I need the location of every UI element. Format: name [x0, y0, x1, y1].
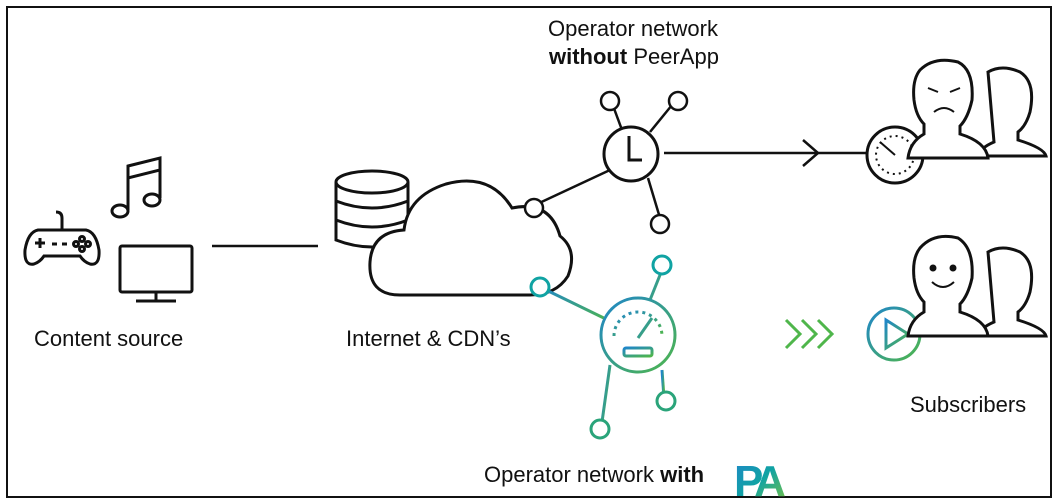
without-title-line1: Operator network [548, 16, 718, 41]
fast-arrows [784, 318, 835, 350]
without-network-nodes [523, 90, 689, 235]
music-note-icon [110, 156, 162, 219]
monitor-icon [118, 244, 194, 303]
content-source-label: Content source [34, 326, 184, 351]
clock-icon [602, 125, 660, 183]
happy-user-icon [906, 234, 1048, 338]
game-controller-icon [23, 210, 101, 266]
internet-cdn-label: Internet & CDN’s [346, 326, 511, 351]
with-bold: with [660, 462, 705, 487]
svg-text:PA: PA [734, 457, 785, 504]
cloud-icon [368, 179, 574, 297]
with-text: Operator network [484, 462, 654, 487]
subscribers-label: Subscribers [910, 392, 1027, 417]
diagram-border [6, 6, 1052, 498]
peerapp-logo: PA [734, 457, 791, 504]
with-network-nodes [529, 254, 677, 440]
without-bold: without [549, 44, 628, 69]
without-network-links [534, 102, 866, 219]
sad-user-icon [906, 58, 1048, 160]
without-rest: PeerApp [633, 44, 719, 69]
with-title: Operator network with [484, 462, 704, 488]
speedometer-icon [599, 296, 677, 374]
without-title-line2: without PeerApp [549, 44, 719, 70]
